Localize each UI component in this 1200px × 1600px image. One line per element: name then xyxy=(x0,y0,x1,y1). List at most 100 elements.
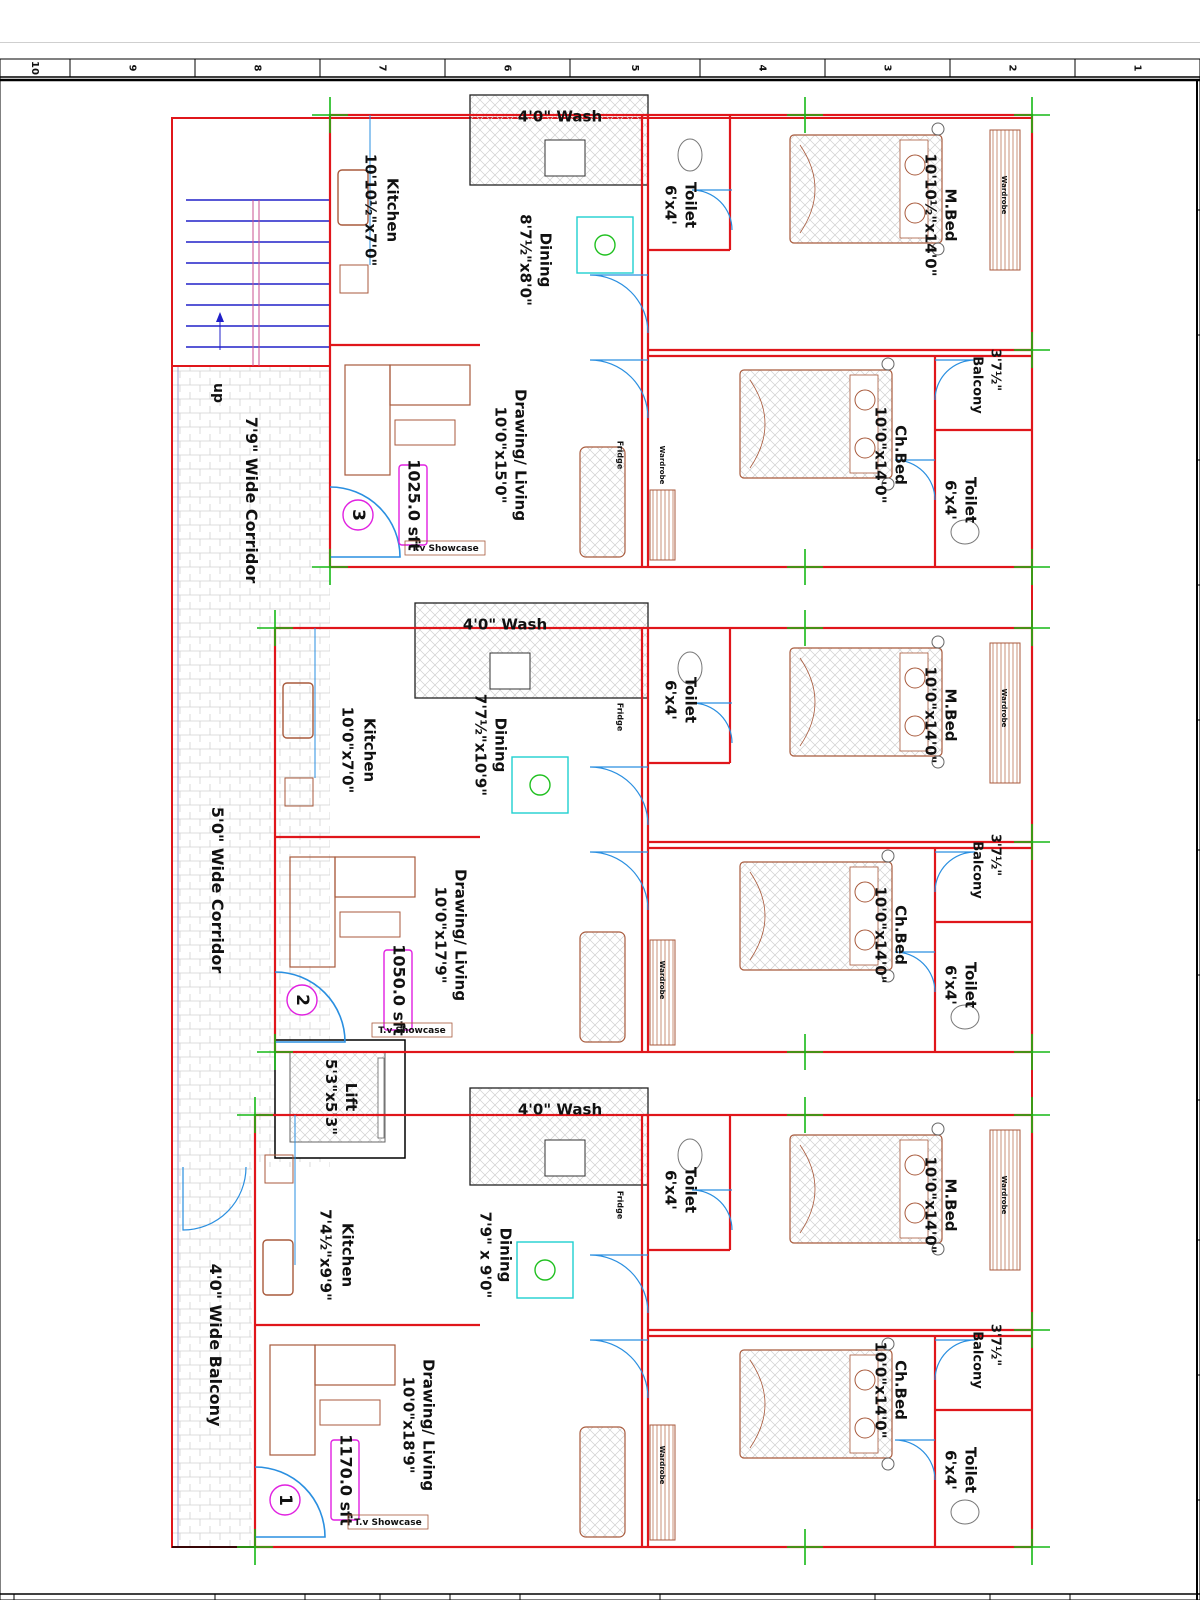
mbed-size: 10'10½"x14'0" xyxy=(922,153,940,276)
toilet-b-size: 6'x4' xyxy=(942,1450,960,1490)
unit-badge xyxy=(286,984,318,1016)
ruler-number-4: 4 xyxy=(757,65,768,72)
area-box xyxy=(330,1439,360,1521)
living-size: 10'0"x18'9" xyxy=(400,1376,418,1473)
wash-label: 4'0" Wash xyxy=(518,108,602,126)
lift-size: 5'3"x5'3" xyxy=(322,1059,340,1135)
chbed-size: 10'0"x14'0" xyxy=(872,1341,890,1438)
staircase xyxy=(171,117,331,367)
unit-number: 1 xyxy=(275,1494,295,1506)
dining-name: Dining xyxy=(537,233,555,288)
chbed-name: Ch.Bed xyxy=(892,905,910,965)
dining-size: 8'7½"x8'0" xyxy=(517,214,535,306)
unit-number: 3 xyxy=(348,509,368,521)
living-name: Drawing/ Living xyxy=(512,389,530,521)
dining-name: Dining xyxy=(497,1228,515,1283)
wardrobe-label: Wardrobe xyxy=(1000,176,1008,215)
mbed-size: 10'0"x14'0" xyxy=(922,666,940,763)
dining-size: 7'7½"x10'9" xyxy=(472,694,490,796)
title-strip xyxy=(0,1593,1200,1600)
wardrobe-label-2: Wardrobe xyxy=(658,961,666,1000)
mbed-name: M.Bed xyxy=(942,189,960,242)
balcony-size: 3'7½" xyxy=(988,1324,1003,1366)
kitchen-size: 10'0"x7'0" xyxy=(339,707,357,794)
lift xyxy=(274,1039,406,1159)
wash-label: 4'0" Wash xyxy=(518,1101,602,1119)
ruler-number-9: 9 xyxy=(127,65,138,72)
mbed-size: 10'0"x14'0" xyxy=(922,1156,940,1253)
area-value: 1170.0 sft xyxy=(337,1434,356,1526)
unit-badge xyxy=(342,499,374,531)
wide-corridor-floor xyxy=(172,365,330,1167)
dining-name: Dining xyxy=(492,718,510,773)
main-door xyxy=(329,486,401,558)
ruler-number-6: 6 xyxy=(502,65,513,72)
mbed-name: M.Bed xyxy=(942,689,960,742)
living-size: 10'0"x17'9" xyxy=(432,886,450,983)
toilet-b-name: Toilet xyxy=(962,1447,980,1493)
mid-corridor-label: 5'0" Wide Corridor xyxy=(208,807,227,974)
dining-size: 7'9" x 9'0" xyxy=(477,1212,495,1299)
toilet-a-name: Toilet xyxy=(682,677,700,723)
area-value: 1050.0 sft xyxy=(390,944,409,1036)
unit-2: 4'0" WashKitchen10'0"x7'0"Dining7'7½"x10… xyxy=(257,602,1050,1070)
fridge-label: Fridge xyxy=(616,703,625,732)
area-value: 1025.0 sft xyxy=(405,459,424,551)
chbed-size: 10'0"x14'0" xyxy=(872,406,890,503)
toilet-a-size: 6'x4' xyxy=(662,1170,680,1210)
wardrobe-label: Wardrobe xyxy=(1000,689,1008,728)
area-box xyxy=(383,949,413,1031)
chbed-size: 10'0"x14'0" xyxy=(872,886,890,983)
toilet-b-name: Toilet xyxy=(962,962,980,1008)
wide-corridor-label: 7'9" Wide Corridor xyxy=(242,417,261,584)
toilet-b-size: 6'x4' xyxy=(942,480,960,520)
kitchen-name: Kitchen xyxy=(384,178,402,242)
main-door xyxy=(274,971,346,1043)
chbed-name: Ch.Bed xyxy=(892,1360,910,1420)
toilet-a-name: Toilet xyxy=(682,1167,700,1213)
wardrobe-label: Wardrobe xyxy=(1000,1176,1008,1215)
fridge-label: Fridge xyxy=(616,1191,625,1220)
balcony-name: Balcony xyxy=(970,356,985,414)
living-name: Drawing/ Living xyxy=(452,869,470,1001)
balcony-size: 3'7½" xyxy=(988,834,1003,876)
balcony-size: 3'7½" xyxy=(988,349,1003,391)
toilet-a-size: 6'x4' xyxy=(662,680,680,720)
toilet-a-name: Toilet xyxy=(682,182,700,228)
tv-showcase-label: T.v Showcase xyxy=(354,1518,421,1528)
area-box xyxy=(398,464,428,546)
main-door xyxy=(254,1466,326,1538)
balcony-name: Balcony xyxy=(970,841,985,899)
ruler-number-1: 1 xyxy=(1132,65,1143,72)
ruler-number-7: 7 xyxy=(377,65,388,72)
ruler-number-10: 10 xyxy=(29,61,40,75)
wardrobe-label-2: Wardrobe xyxy=(658,1446,666,1485)
viewer-top-border xyxy=(0,42,1200,43)
kitchen-name: Kitchen xyxy=(339,1223,357,1287)
toilet-b-size: 6'x4' xyxy=(942,965,960,1005)
balcony-name: Balcony xyxy=(970,1331,985,1389)
kitchen-size: 10'10½"x7'0" xyxy=(362,154,380,267)
lift-name: Lift xyxy=(342,1083,360,1111)
sheet-border xyxy=(0,58,1200,1600)
toilet-b-name: Toilet xyxy=(962,477,980,523)
ruler-number-8: 8 xyxy=(252,65,263,72)
unit-badge xyxy=(269,1484,301,1516)
chbed-name: Ch.Bed xyxy=(892,425,910,485)
toilet-a-size: 6'x4' xyxy=(662,185,680,225)
stair-up-label: up xyxy=(210,383,226,403)
living-name: Drawing/ Living xyxy=(420,1359,438,1491)
living-size: 10'0"x15'0" xyxy=(492,406,510,503)
balcony-strip-label: 4'0" Wide Balcony xyxy=(206,1264,225,1427)
fridge-label: Fridge xyxy=(616,441,625,470)
tv-showcase-label: T.v Showcase xyxy=(378,1026,445,1036)
wash-label: 4'0" Wash xyxy=(463,616,547,634)
mbed-name: M.Bed xyxy=(942,1179,960,1232)
ruler-number-3: 3 xyxy=(882,65,893,72)
ruler-number-2: 2 xyxy=(1007,65,1018,72)
tv-showcase-label: T.v Showcase xyxy=(411,544,478,554)
